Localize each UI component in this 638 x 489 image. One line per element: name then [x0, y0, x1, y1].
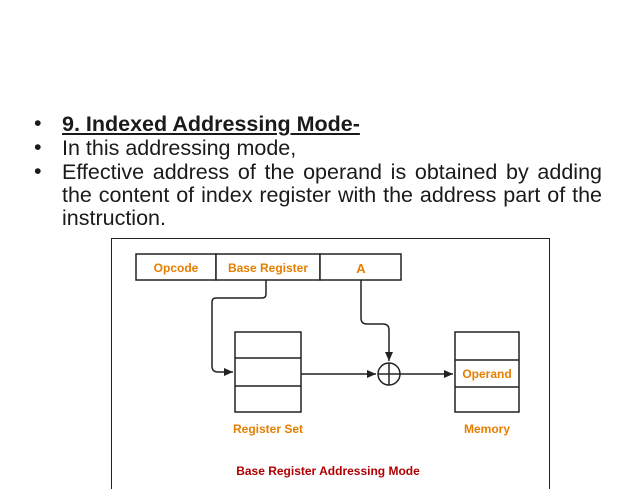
- bullet-text: In this addressing mode,: [62, 136, 297, 160]
- diagram-caption: Base Register Addressing Mode: [236, 464, 420, 478]
- base-register-label: Base Register: [228, 261, 308, 275]
- base-register-arrow: [211, 280, 267, 376]
- bullet-marker: •: [34, 111, 42, 135]
- base-register-field: [215, 253, 321, 281]
- address-label: A: [356, 261, 366, 276]
- register-set: Register Set: [233, 331, 303, 436]
- bullet-list: • 9. Indexed Addressing Mode- • In this …: [34, 111, 602, 231]
- bullet-item: • Effective address of the operand is ob…: [34, 159, 602, 230]
- memory-label: Memory: [464, 422, 510, 436]
- memory: Operand Memory: [454, 331, 520, 436]
- opcode-label: Opcode: [154, 261, 199, 275]
- register-set-label: Register Set: [233, 422, 303, 436]
- bullet-item: • In this addressing mode,: [34, 135, 602, 160]
- address-arrow: [360, 280, 393, 361]
- bullet-item-heading: • 9. Indexed Addressing Mode-: [34, 111, 602, 136]
- section-heading: 9. Indexed Addressing Mode-: [62, 112, 360, 136]
- instruction-format: Opcode Base Register A: [135, 253, 402, 281]
- bullet-marker: •: [34, 135, 42, 159]
- addressing-mode-diagram: Opcode Base Register A Register Set Oper…: [135, 253, 520, 478]
- bullet-text: Effective address of the operand is obta…: [62, 160, 602, 230]
- opcode-field: [135, 253, 217, 281]
- operand-label: Operand: [462, 367, 511, 381]
- bullet-marker: •: [34, 159, 42, 183]
- adder-icon: [377, 362, 401, 386]
